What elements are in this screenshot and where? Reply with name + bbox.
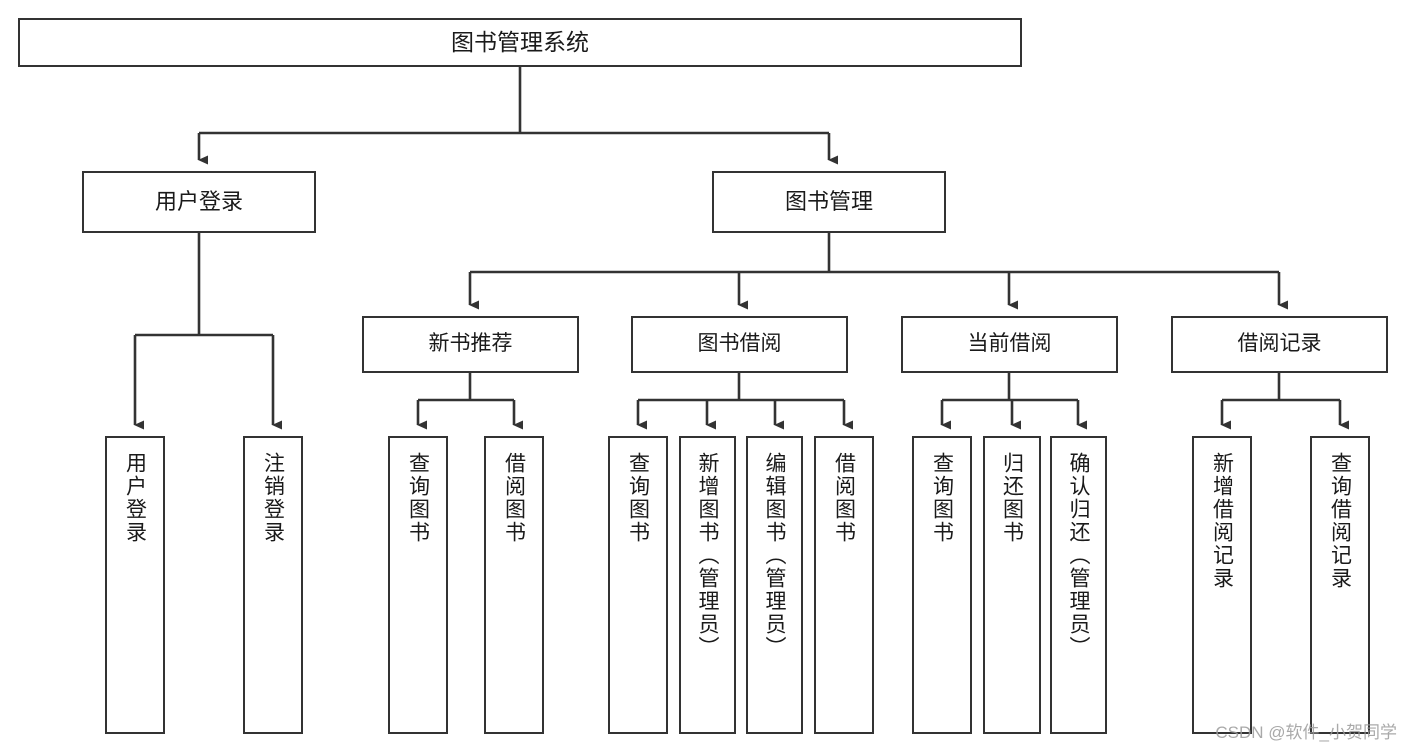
node-leaf-confirm-return-admin-label: 确认归还（管理员） bbox=[1067, 452, 1090, 659]
watermark-text: CSDN @软件_小贺同学 bbox=[1215, 723, 1397, 742]
node-leaf-return-book-label: 归还图书 bbox=[1000, 452, 1024, 544]
node-leaf-edit-book-admin-label: 编辑图书（管理员） bbox=[763, 452, 786, 659]
node-current-borrow-label: 当前借阅 bbox=[967, 332, 1052, 356]
node-root-system-label: 图书管理系统 bbox=[451, 28, 589, 55]
node-leaf-logout-login[interactable]: 注销登录 bbox=[243, 436, 303, 734]
node-leaf-borrow-book-rec[interactable]: 借阅图书 bbox=[484, 436, 544, 734]
node-leaf-confirm-return-admin[interactable]: 确认归还（管理员） bbox=[1050, 436, 1107, 734]
node-leaf-query-book-borrow-label: 查询图书 bbox=[626, 452, 650, 544]
node-new-book-recommend-label: 新书推荐 bbox=[428, 332, 513, 356]
node-book-manage-label: 图书管理 bbox=[784, 188, 873, 214]
node-leaf-add-borrow-record[interactable]: 新增借阅记录 bbox=[1192, 436, 1252, 734]
node-leaf-user-login-label: 用户登录 bbox=[123, 452, 147, 544]
node-book-borrow-label: 图书借阅 bbox=[697, 332, 782, 356]
node-current-borrow[interactable]: 当前借阅 bbox=[901, 316, 1118, 373]
node-leaf-query-book-cur[interactable]: 查询图书 bbox=[912, 436, 972, 734]
node-book-manage[interactable]: 图书管理 bbox=[712, 171, 946, 233]
node-leaf-borrow-book-label: 借阅图书 bbox=[832, 452, 856, 544]
node-leaf-add-borrow-record-label: 新增借阅记录 bbox=[1210, 452, 1234, 590]
node-book-borrow[interactable]: 图书借阅 bbox=[631, 316, 848, 373]
node-leaf-query-book-rec-label: 查询图书 bbox=[406, 452, 430, 544]
node-leaf-borrow-book[interactable]: 借阅图书 bbox=[814, 436, 874, 734]
node-leaf-logout-login-label: 注销登录 bbox=[261, 452, 285, 544]
node-borrow-record[interactable]: 借阅记录 bbox=[1171, 316, 1388, 373]
node-user-login[interactable]: 用户登录 bbox=[82, 171, 316, 233]
node-leaf-query-book-cur-label: 查询图书 bbox=[930, 452, 954, 544]
node-new-book-recommend[interactable]: 新书推荐 bbox=[362, 316, 579, 373]
node-leaf-query-book-borrow[interactable]: 查询图书 bbox=[608, 436, 668, 734]
node-leaf-return-book[interactable]: 归还图书 bbox=[983, 436, 1041, 734]
node-leaf-edit-book-admin[interactable]: 编辑图书（管理员） bbox=[746, 436, 803, 734]
node-borrow-record-label: 借阅记录 bbox=[1237, 332, 1322, 356]
node-user-login-label: 用户登录 bbox=[154, 188, 243, 214]
node-leaf-query-borrow-record[interactable]: 查询借阅记录 bbox=[1310, 436, 1370, 734]
node-leaf-query-borrow-record-label: 查询借阅记录 bbox=[1328, 452, 1352, 590]
node-leaf-user-login[interactable]: 用户登录 bbox=[105, 436, 165, 734]
node-root-system[interactable]: 图书管理系统 bbox=[18, 18, 1022, 67]
node-leaf-borrow-book-rec-label: 借阅图书 bbox=[502, 452, 526, 544]
node-leaf-add-book-admin[interactable]: 新增图书（管理员） bbox=[679, 436, 736, 734]
node-leaf-add-book-admin-label: 新增图书（管理员） bbox=[696, 452, 719, 659]
node-leaf-query-book-rec[interactable]: 查询图书 bbox=[388, 436, 448, 734]
